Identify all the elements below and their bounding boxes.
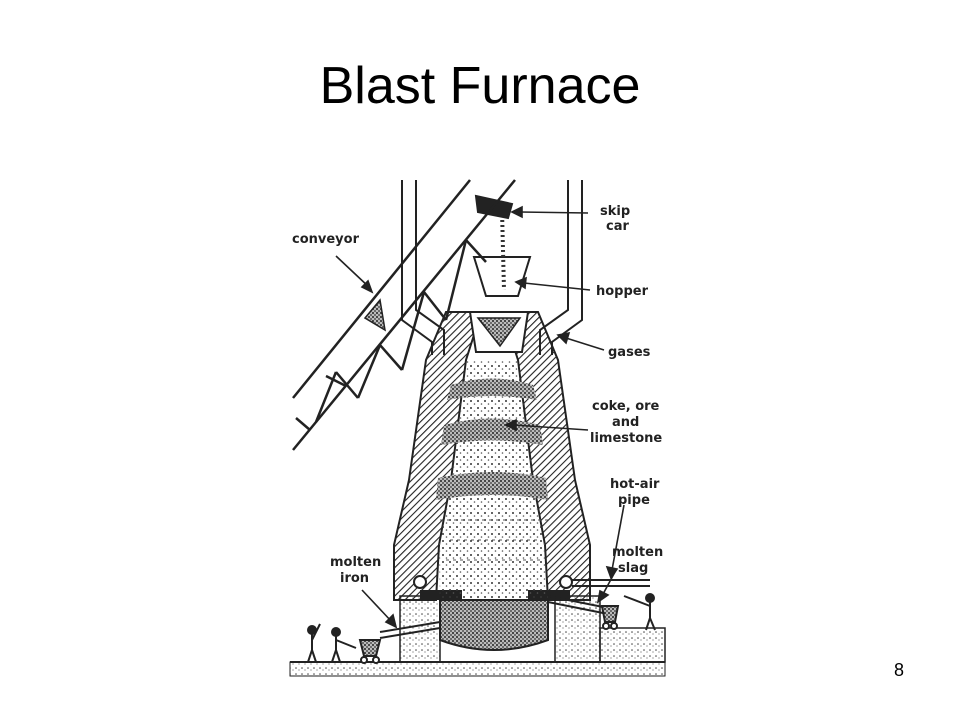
ladle-cars — [358, 605, 620, 664]
label-coke-ore-limestone: coke, ore and limestone — [590, 399, 664, 446]
label-skip-car: skip car — [600, 204, 635, 234]
label-conveyor: conveyor — [292, 232, 360, 247]
conveyor-structure — [292, 179, 516, 451]
slide-title: Blast Furnace — [319, 57, 641, 115]
label-arrows — [335, 205, 625, 629]
tap-troughs — [379, 595, 609, 639]
label-hot-air-pipe: hot-air pipe — [610, 477, 664, 508]
furnace-charge — [436, 360, 548, 600]
conveyor-bucket — [363, 298, 387, 332]
hopper — [468, 209, 532, 353]
workers — [307, 593, 656, 663]
page-number: 8 — [893, 660, 904, 680]
label-molten-iron: molten iron — [330, 555, 386, 586]
furnace-hearth — [439, 599, 549, 651]
label-hopper: hopper — [596, 284, 649, 299]
label-molten-slag: molten slag — [612, 545, 668, 576]
label-gases: gases — [608, 345, 651, 360]
